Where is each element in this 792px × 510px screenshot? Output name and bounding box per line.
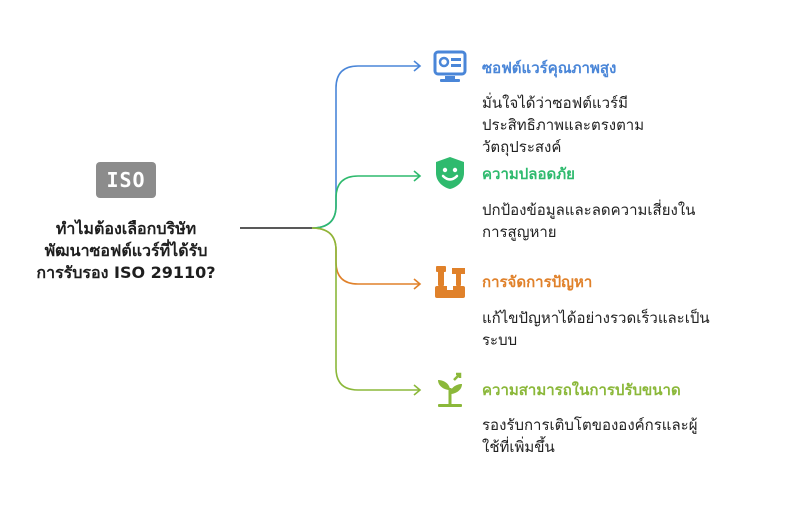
branch-desc-problem: แก้ไขปัญหาได้อย่างรวดเร็วและเป็น ระบบ <box>482 309 710 349</box>
settings-monitor-icon <box>432 48 468 84</box>
central-question: ทำไมต้องเลือกบริษัท พัฒนาซอฟต์แวร์ที่ได้… <box>36 219 216 282</box>
connector-branch-4 <box>311 227 420 391</box>
iso-badge: ISO <box>96 162 156 198</box>
connector-branch-1 <box>311 65 420 229</box>
connector-branch-3 <box>311 227 420 285</box>
branch-title-security: ความปลอดภัย <box>482 165 575 183</box>
branch-title-scalability: ความสามารถในการปรับขนาด <box>482 381 681 399</box>
branch-desc-security: ปกป้องข้อมูลและลดความเสี่ยงใน การสูญหาย <box>482 201 696 241</box>
branch-desc-quality: มั่นใจได้ว่าซอฟต์แวร์มี ประสิทธิภาพและตร… <box>482 94 645 156</box>
tools-icon <box>432 264 468 300</box>
branch-title-problem: การจัดการปัญหา <box>482 273 593 291</box>
connector-arrowhead-3 <box>413 278 422 290</box>
connector-arrowhead-2 <box>413 170 422 182</box>
growth-sprout-icon <box>432 372 468 408</box>
shield-smile-icon <box>432 155 468 191</box>
connector-arrowhead-4 <box>413 384 422 396</box>
connector-branch-2 <box>311 175 420 229</box>
branch-desc-scalability: รองรับการเติบโตขององค์กรและผู้ ใช้ที่เพิ… <box>482 416 698 456</box>
branch-title-quality: ซอฟต์แวร์คุณภาพสูง <box>482 59 617 77</box>
connector-arrowhead-1 <box>413 60 422 72</box>
